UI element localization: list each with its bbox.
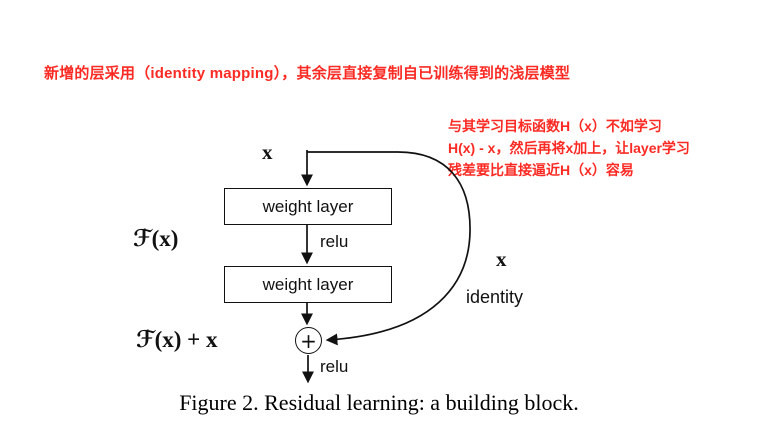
annotation-side-note-line3: 残差要比直接逼近H（x）容易 <box>448 162 634 178</box>
weight-layer-1-box: weight layer <box>224 188 392 225</box>
relu-label-1: relu <box>320 232 349 251</box>
weight-layer-2-box: weight layer <box>224 266 392 303</box>
annotation-top-note: 新增的层采用（identity mapping），其余层直接复制自已训练得到的浅… <box>44 65 571 82</box>
annotation-side-note-line1: 与其学习目标函数H（x）不如学习 <box>448 118 662 134</box>
input-x-label: x <box>262 140 273 164</box>
residual-function-label: ℱ(x) <box>133 226 179 251</box>
annotation-side-note: 与其学习目标函数H（x）不如学习 H(x) - x，然后再将x加上，让layer… <box>448 115 738 181</box>
output-label: ℱ(x) + x <box>136 327 218 352</box>
plus-icon: + <box>295 327 322 354</box>
figure-caption: Figure 2. Residual learning: a building … <box>179 390 579 415</box>
relu-label-2: relu <box>320 357 349 376</box>
identity-label: identity <box>466 287 524 307</box>
skip-x-label: x <box>496 247 507 271</box>
annotation-side-note-line2: H(x) - x，然后再将x加上，让layer学习 <box>448 140 690 156</box>
